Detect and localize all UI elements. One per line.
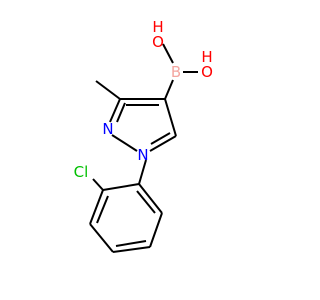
bond-layer <box>89 43 198 253</box>
atom-label-layer: B H O O H N N Cl <box>74 18 213 181</box>
atom-hydroxyl-right-oxygen-label: O <box>201 63 213 81</box>
bond-c5-n1-inner <box>150 132 171 145</box>
bond-ph6-ph1 <box>138 183 163 214</box>
atom-chlorine-label: Cl <box>74 163 89 181</box>
bond-c3-methyl <box>95 80 121 100</box>
atom-hydroxyl-right-hydrogen-label: H <box>201 48 212 66</box>
atom-hydroxyl-top-hydrogen-label: H <box>152 18 163 36</box>
bond-ph2-cl <box>92 178 104 191</box>
bond-ph4-ph5 <box>112 246 151 253</box>
bond-ph5-ph6 <box>149 212 163 248</box>
bond-n2-c3-inner <box>116 102 126 123</box>
bond-n1-n2 <box>111 134 138 152</box>
bond-ph3-ph4 <box>89 223 114 253</box>
atom-nitrogen-2-label: N <box>102 120 113 138</box>
bond-c4-b <box>164 79 174 100</box>
atom-hydroxyl-top-oxygen-label: O <box>152 33 164 51</box>
bond-ph2-ph3-inner <box>96 195 109 224</box>
molecule-diagram: B H O O H N N Cl <box>74 18 213 253</box>
bond-c4-c5 <box>164 98 177 137</box>
bond-ph6-ph1-inner <box>136 190 156 214</box>
bond-c5-n1 <box>149 135 177 152</box>
bond-ph2-ph3 <box>89 189 104 225</box>
bond-n1-aryl <box>138 159 147 185</box>
structure-canvas: B H O O H N N Cl <box>73 18 213 253</box>
bond-ph1-ph2 <box>102 183 140 191</box>
bond-ph4-ph5-inner <box>115 240 147 247</box>
bond-b-o-top <box>162 43 174 64</box>
atom-nitrogen-1-label: N <box>137 146 148 164</box>
atom-boron-label: B <box>171 63 181 81</box>
bond-n2-c3 <box>109 98 121 123</box>
